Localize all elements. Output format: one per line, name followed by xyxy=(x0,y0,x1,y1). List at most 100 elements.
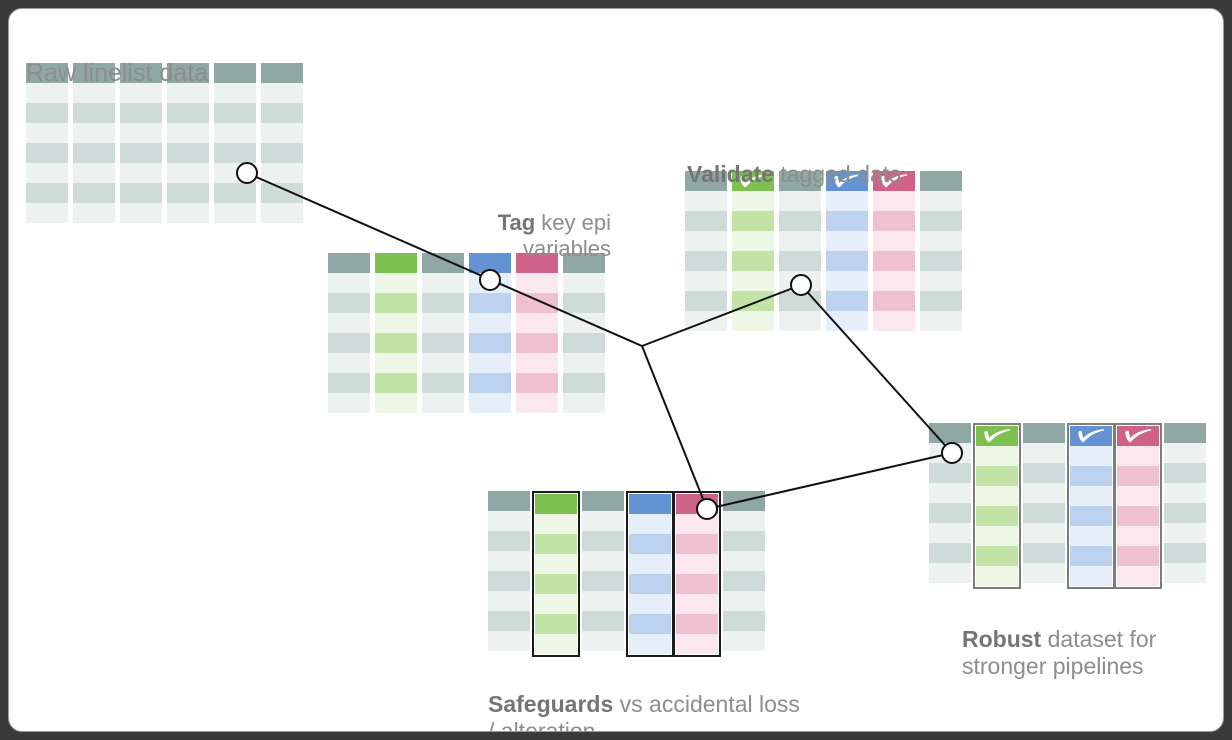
table-row-cell xyxy=(328,373,370,393)
table-row-cell xyxy=(328,273,370,293)
table-row-cell xyxy=(26,143,68,163)
table-column xyxy=(516,253,558,413)
table-column xyxy=(563,253,605,413)
table-row-cell xyxy=(1070,526,1112,546)
table-row-cell xyxy=(469,333,511,353)
table-row-cell xyxy=(516,293,558,313)
table-row-cell xyxy=(1164,543,1206,563)
table-row-cell xyxy=(582,631,624,651)
table-row-cell xyxy=(120,103,162,123)
table-row-cell xyxy=(826,211,868,231)
table-row-cell xyxy=(779,251,821,271)
table-row-cell xyxy=(723,631,765,651)
table-row-cell xyxy=(1117,446,1159,466)
table-header-cell xyxy=(920,171,962,191)
table-header-cell xyxy=(73,63,115,83)
table-row-cell xyxy=(469,313,511,333)
table-row-cell xyxy=(469,273,511,293)
table-row-cell xyxy=(676,614,718,634)
table-column xyxy=(973,423,1021,589)
table-row-cell xyxy=(1070,466,1112,486)
table-row-cell xyxy=(826,191,868,211)
table-column xyxy=(167,63,209,223)
table-column xyxy=(1067,423,1115,589)
table-header-cell xyxy=(582,491,624,511)
table-row-cell xyxy=(976,466,1018,486)
table-row-cell xyxy=(375,293,417,313)
table-row-cell xyxy=(535,554,577,574)
table-row-cell xyxy=(120,203,162,223)
table-row-cell xyxy=(582,511,624,531)
table-row-cell xyxy=(779,291,821,311)
table-header-cell xyxy=(261,63,303,83)
table-row-cell xyxy=(73,143,115,163)
table-row-cell xyxy=(685,211,727,231)
label-validate-tagged: Validate tagged data xyxy=(687,134,902,188)
table-row-cell xyxy=(516,393,558,413)
table-row-cell xyxy=(120,83,162,103)
table-row-cell xyxy=(582,591,624,611)
table-row-cell xyxy=(563,393,605,413)
table-row-cell xyxy=(676,554,718,574)
table-row-cell xyxy=(488,591,530,611)
table-row-cell xyxy=(422,393,464,413)
table-row-cell xyxy=(723,571,765,591)
table-header-cell xyxy=(629,494,671,514)
table-header-cell xyxy=(535,494,577,514)
table-column xyxy=(214,63,256,223)
table-row-cell xyxy=(779,271,821,291)
label-tag-bold: Tag xyxy=(497,209,536,235)
table-row-cell xyxy=(488,631,530,651)
table-row-cell xyxy=(1023,463,1065,483)
table-row-cell xyxy=(873,311,915,331)
table-row-cell xyxy=(723,531,765,551)
table-row-cell xyxy=(375,373,417,393)
table-column xyxy=(732,171,774,331)
table-column xyxy=(26,63,68,223)
table-row-cell xyxy=(1023,543,1065,563)
table-header-cell xyxy=(826,171,868,191)
table-row-cell xyxy=(375,313,417,333)
table-row-cell xyxy=(873,191,915,211)
table-row-cell xyxy=(1117,506,1159,526)
table-row-cell xyxy=(676,534,718,554)
table-row-cell xyxy=(422,333,464,353)
label-robust-dataset: Robust dataset for stronger pipelines xyxy=(962,599,1222,680)
table-row-cell xyxy=(120,163,162,183)
table-row-cell xyxy=(120,123,162,143)
table-row-cell xyxy=(826,271,868,291)
table-row-cell xyxy=(1164,523,1206,543)
table-row-cell xyxy=(1164,443,1206,463)
table-row-cell xyxy=(488,551,530,571)
table-row-cell xyxy=(976,526,1018,546)
table-column xyxy=(120,63,162,223)
table-column xyxy=(422,253,464,413)
table-row-cell xyxy=(563,333,605,353)
table-row-cell xyxy=(120,143,162,163)
table-row-cell xyxy=(73,83,115,103)
table-row-cell xyxy=(375,393,417,413)
table-row-cell xyxy=(1070,446,1112,466)
label-robust-rest: dataset for stronger pipelines xyxy=(962,626,1157,680)
table-row-cell xyxy=(723,551,765,571)
table-column xyxy=(1114,423,1162,589)
table-row-cell xyxy=(535,614,577,634)
table-row-cell xyxy=(1023,563,1065,583)
table-row-cell xyxy=(469,373,511,393)
table-row-cell xyxy=(629,614,671,634)
table-row-cell xyxy=(516,273,558,293)
table-header-cell xyxy=(1117,426,1159,446)
table-header-cell xyxy=(723,491,765,511)
table-row-cell xyxy=(261,163,303,183)
table-row-cell xyxy=(582,571,624,591)
table-row-cell xyxy=(26,203,68,223)
table-row-cell xyxy=(535,574,577,594)
table-row-cell xyxy=(1117,566,1159,586)
table-row-cell xyxy=(375,333,417,353)
table-row-cell xyxy=(488,511,530,531)
table-row-cell xyxy=(976,446,1018,466)
table-row-cell xyxy=(1164,483,1206,503)
table-row-cell xyxy=(1164,503,1206,523)
table-row-cell xyxy=(516,353,558,373)
table-row-cell xyxy=(685,231,727,251)
